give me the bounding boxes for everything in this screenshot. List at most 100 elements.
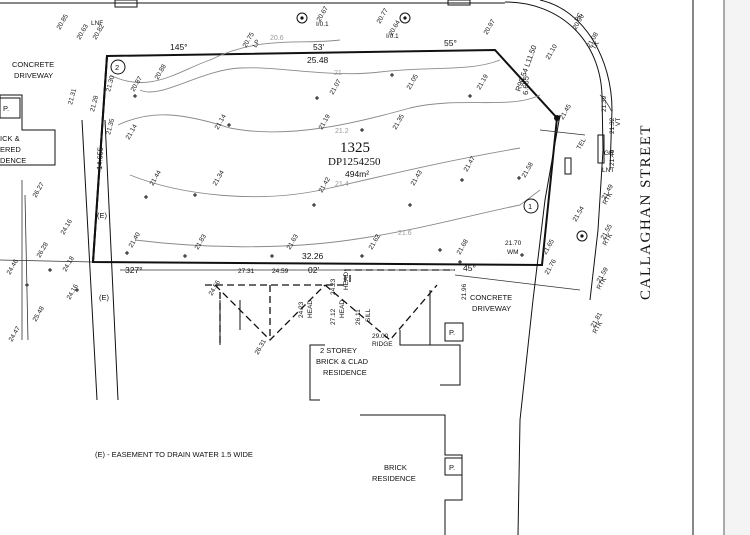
house-level: 26.31 [254, 338, 268, 356]
bottom-length: 32.26 [302, 251, 324, 261]
left-levels: 26.27 26.28 24.16 24.18 24.16 25.48 24.4… [6, 181, 80, 343]
house-level: 24.59 [272, 268, 289, 275]
spot-code: LNT [602, 167, 614, 174]
head-label: HEAD [343, 272, 350, 290]
spot-level: 20.85 [56, 13, 70, 31]
annotations: CONCRETE DRIVEWAY CONCRETE DRIVEWAY 2 ST… [0, 60, 512, 483]
spot-code: TEL [576, 137, 588, 151]
spot-code: VT [615, 118, 622, 126]
contour-label: 21.4 [335, 181, 349, 188]
house-level: 21.96 [461, 283, 468, 300]
house-levels: 24.56 27.31 24.59 24.23 24.23 27.12 26.1… [208, 268, 468, 356]
spot-level: 21.70 [505, 240, 522, 247]
pit-label: P. [3, 104, 9, 113]
spot-level: 21.19 [318, 113, 332, 131]
lot-number: 1325 [340, 140, 370, 156]
pole-icon [554, 115, 560, 121]
left-residence-outline [0, 94, 56, 166]
bearing-top-right: 55° [444, 38, 457, 48]
street-kerb-lines [0, 0, 613, 535]
residence-left-label: ERED [0, 145, 21, 154]
house-level: 26.11 [355, 309, 362, 325]
spot-level: 21.35 [392, 113, 406, 131]
spot-level: 21.05 [406, 73, 420, 91]
spot-level: 21.07 [329, 78, 343, 96]
spot-code: LP [252, 39, 262, 49]
pit-label: P. [449, 463, 455, 472]
house-level: 24.23 [330, 278, 337, 295]
residence-left-label: DENCE [0, 156, 26, 165]
street-name: CALLAGHAN STREET [638, 124, 654, 300]
residence-main-label: RESIDENCE [323, 368, 367, 377]
spot-code: GR [604, 150, 614, 157]
spot-level: 21.54 [572, 205, 586, 223]
svg-text:1: 1 [528, 202, 532, 211]
spot-level: 21.43 [410, 169, 424, 187]
bearing-bottom-right: 45° [463, 263, 476, 273]
residence-main-label: BRICK & CLAD [316, 357, 369, 366]
spot-level: 21.47 [463, 155, 477, 173]
spot-level: 21.39 [601, 95, 608, 112]
pit-icon [114, 0, 605, 175]
spot-level: 21.63 [286, 233, 300, 251]
driveway-right-label: DRIVEWAY [472, 304, 511, 313]
survey-mark-icon [576, 230, 588, 242]
spot-level: 21.68 [456, 238, 470, 256]
lot-label: 1325 DP1254250 494m² [328, 140, 381, 179]
bearing-bottom-left: 327° [125, 265, 143, 275]
left-level: 25.48 [32, 305, 46, 323]
spot-level: 21.30 [105, 75, 116, 93]
svg-text:2: 2 [115, 63, 119, 72]
spot-code: I/0.1 [316, 21, 329, 28]
main-house [205, 269, 464, 401]
left-level: 26.27 [32, 181, 46, 199]
deposited-plan: DP1254250 [328, 156, 381, 168]
page-edge [692, 0, 750, 535]
left-level: 26.28 [36, 241, 50, 259]
contour-label: 21.6 [398, 230, 412, 237]
spot-level: 21.58 [521, 161, 535, 179]
house-level: 24.23 [298, 301, 305, 318]
spot-code: TK [591, 40, 602, 51]
spot-level: 20.63 [76, 23, 90, 41]
spot-code: LNF [91, 20, 103, 27]
bearing-top-left: 145° [170, 42, 188, 52]
front-fence [92, 129, 586, 291]
head-label: HEAD [339, 300, 346, 318]
spot-level: 20.77 [376, 7, 390, 25]
survey-mark-icon [296, 12, 308, 24]
spot-level: 21.44 [149, 169, 163, 187]
marker-1: 1 [523, 198, 539, 214]
head-label: HEAD [307, 300, 314, 318]
spot-level: 21.19 [476, 73, 490, 91]
spot-level: 21.14 [125, 123, 139, 141]
spot-level: 21.35 [105, 118, 116, 136]
easement-mark: (E) [97, 211, 108, 220]
spot-level: 21.34 [212, 169, 226, 187]
spot-level: 21.45 [559, 103, 573, 121]
spot-level: 21.28 [89, 95, 100, 113]
spot-level: 21.42 [318, 176, 332, 194]
residence-left-label: ICK & [0, 134, 20, 143]
left-level: 24.46 [6, 258, 20, 276]
left-level: 24.16 [66, 283, 80, 301]
spot-level: 21.10 [545, 43, 559, 61]
lot-boundary [91, 48, 559, 267]
driveway-left-label: CONCRETE [12, 60, 54, 69]
left-level: 24.16 [60, 218, 74, 236]
left-level: 24.47 [8, 325, 22, 343]
bearing-bottom-mid: 02' [308, 265, 319, 275]
markers: 2 1 [110, 0, 605, 242]
left-level: 24.18 [62, 255, 76, 273]
contours: 20.6 21 21.2 21.4 21.6 [109, 35, 541, 248]
bearing-top-mid: 53' [313, 42, 324, 52]
spot-level: 21.40 [128, 231, 142, 249]
sill-label: SILL [365, 308, 372, 322]
spot-level: 20.97 [483, 18, 497, 36]
spot-code: WM [507, 249, 519, 256]
easement-mark: (E) [99, 293, 110, 302]
spot-level: 21.76 [544, 258, 558, 276]
residence-bottom-label: RESIDENCE [372, 474, 416, 483]
spot-level: 21.83 [194, 233, 208, 251]
